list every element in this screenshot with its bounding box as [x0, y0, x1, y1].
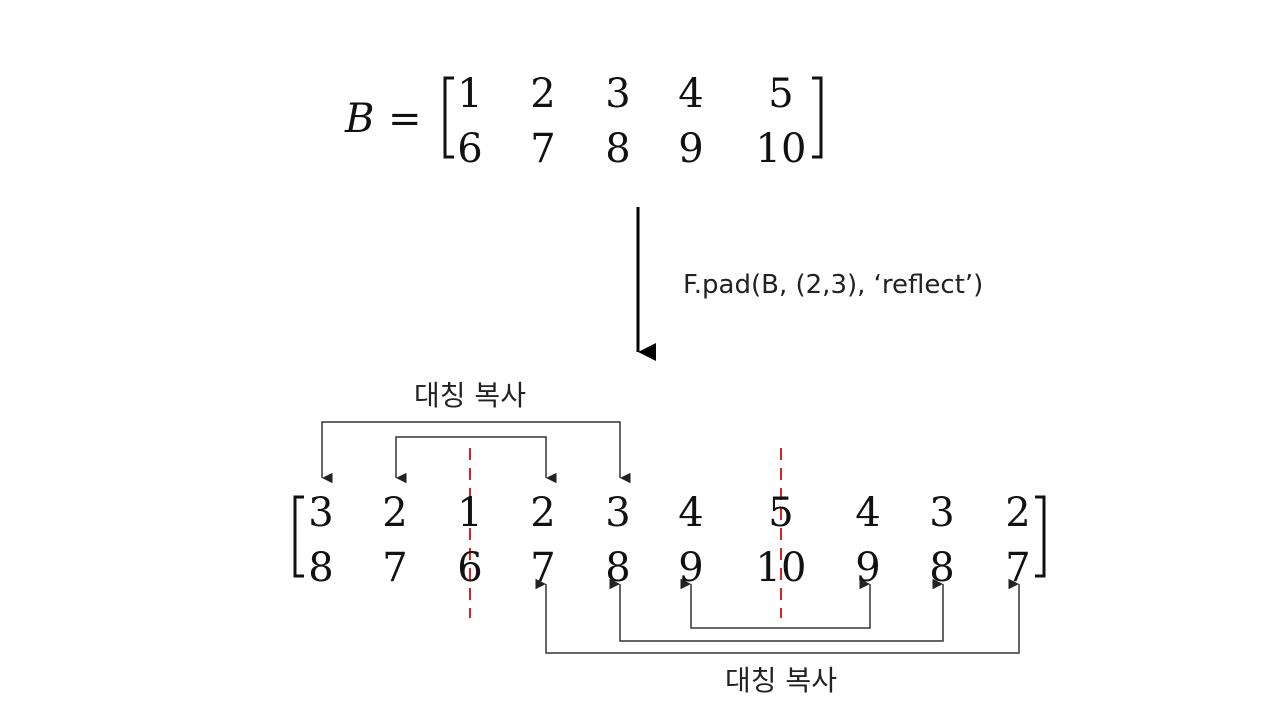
equals-sign: = [388, 96, 422, 142]
top-reflect-label: 대칭 복사 [414, 379, 526, 412]
matrix-variable: B [344, 96, 374, 142]
result-right-bracket [1035, 495, 1046, 578]
padded-cell: 7 [530, 545, 555, 591]
input-cell: 10 [756, 126, 807, 172]
bottom-outer-connector [535, 578, 1020, 654]
padded-cell: 2 [382, 490, 407, 536]
padded-cell: 1 [457, 490, 482, 536]
top-outer-connector [321, 421, 631, 484]
padded-cell: 4 [678, 490, 703, 536]
padded-cell: 3 [929, 490, 954, 536]
input-cell: 6 [457, 126, 482, 172]
input-cell: 5 [768, 71, 793, 117]
padded-cell: 5 [768, 490, 793, 536]
padded-cell: 8 [929, 545, 954, 591]
padded-cell: 10 [756, 545, 807, 591]
input-cell: 2 [530, 71, 555, 117]
padded-cell: 7 [1005, 545, 1030, 591]
input-cell: 4 [678, 71, 703, 117]
input-cell: 1 [457, 71, 482, 117]
padded-cell: 8 [308, 545, 333, 591]
top-inner-connector [395, 436, 557, 484]
input-matrix: 1 2 3 4 5 6 7 8 9 10 [457, 71, 806, 172]
padded-cell: 3 [605, 490, 630, 536]
padded-matrix: 3 2 1 2 3 4 5 4 3 2 8 7 6 7 8 9 10 9 8 7 [308, 490, 1030, 591]
padded-cell: 6 [457, 545, 482, 591]
padded-cell: 9 [855, 545, 880, 591]
input-cell: 7 [530, 126, 555, 172]
operation-label: F.pad(B, (2,3), ‘reflect’) [683, 270, 983, 300]
padded-cell: 4 [855, 490, 880, 536]
result-left-bracket [293, 495, 304, 578]
bottom-reflect-label: 대칭 복사 [725, 664, 837, 697]
padded-cell: 7 [382, 545, 407, 591]
top-left-bracket [443, 76, 454, 159]
bottom-middle-connector [609, 578, 944, 642]
input-cell: 9 [678, 126, 703, 172]
top-right-bracket [812, 76, 823, 159]
padded-cell: 2 [1005, 490, 1030, 536]
padded-cell: 3 [308, 490, 333, 536]
input-cell: 8 [605, 126, 630, 172]
padded-cell: 2 [530, 490, 555, 536]
bottom-inner-connector [680, 578, 871, 629]
padded-cell: 8 [605, 545, 630, 591]
input-cell: 3 [605, 71, 630, 117]
